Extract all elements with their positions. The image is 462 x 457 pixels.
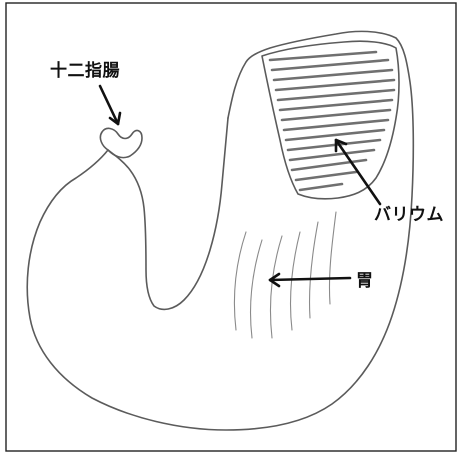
duodenal-bulb (100, 128, 142, 157)
barium-hatching (270, 52, 394, 190)
duodenum-arrow (100, 86, 120, 124)
label-barium: バリウム (374, 205, 444, 225)
label-stomach: 胃 (356, 271, 374, 291)
lesser-curvature (108, 118, 228, 309)
stomach-outline (27, 31, 413, 430)
stomach-folds (234, 212, 336, 338)
label-duodenum: 十二指腸 (50, 60, 120, 81)
